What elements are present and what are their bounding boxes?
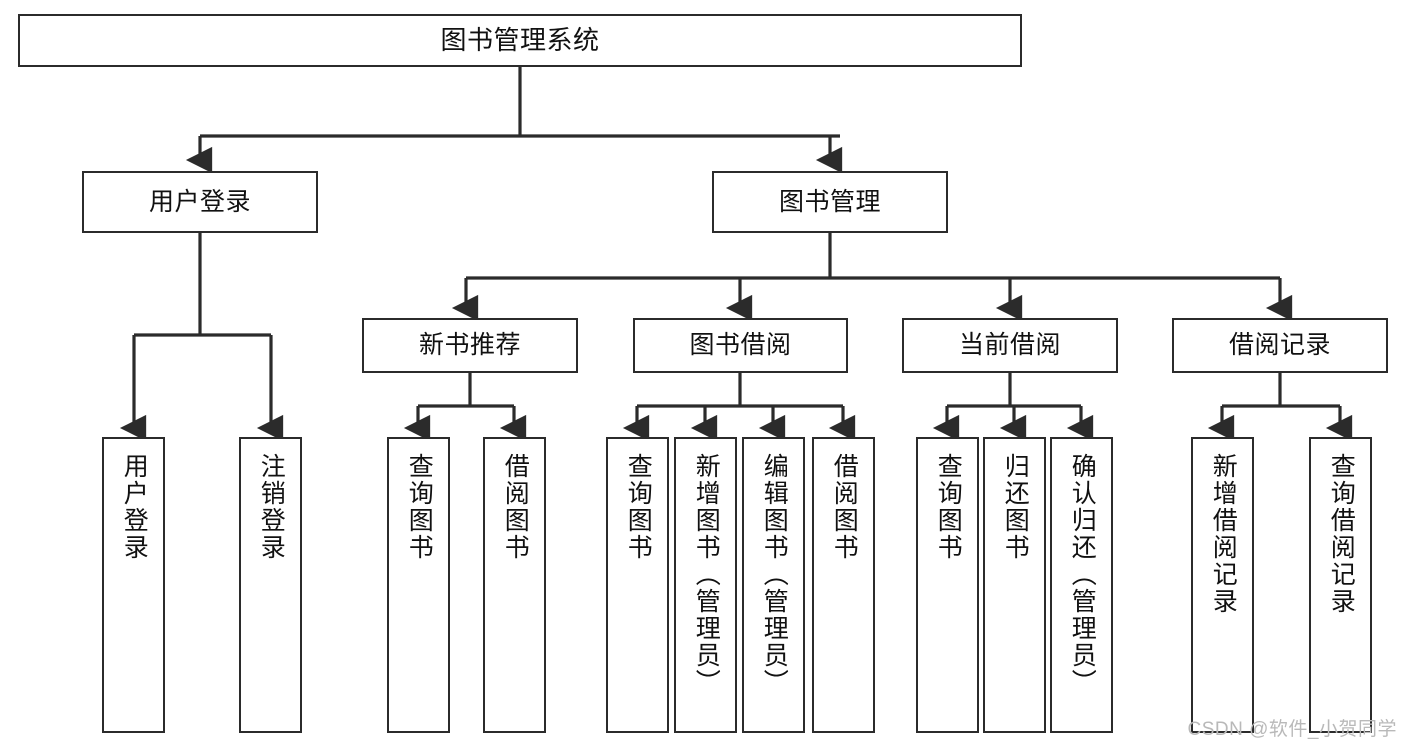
leaf-query-book-current[interactable]: 查询图书 xyxy=(916,437,979,733)
node-label: 归还图书 xyxy=(1001,453,1030,561)
watermark-text: CSDN @软件_小贺同学 xyxy=(1187,719,1397,740)
node-label: 借阅图书 xyxy=(501,453,530,561)
node-label: 新增借阅记录 xyxy=(1209,453,1238,615)
node-label: 确认归还（管理员） xyxy=(1068,453,1097,696)
leaf-edit-book-admin[interactable]: 编辑图书（管理员） xyxy=(742,437,805,733)
node-label: 新书推荐 xyxy=(418,331,521,360)
node-label: 查询图书 xyxy=(934,453,963,561)
leaf-query-book-borrow[interactable]: 查询图书 xyxy=(606,437,669,733)
node-label: 借阅图书 xyxy=(830,453,859,561)
leaf-confirm-return-admin[interactable]: 确认归还（管理员） xyxy=(1050,437,1113,733)
leaf-user-login[interactable]: 用户登录 xyxy=(102,437,165,733)
leaf-query-borrow-record[interactable]: 查询借阅记录 xyxy=(1309,437,1372,733)
node-user-login[interactable]: 用户登录 xyxy=(82,171,318,233)
node-label: 图书借阅 xyxy=(689,331,792,360)
node-label: 注销登录 xyxy=(257,453,286,561)
leaf-add-borrow-record[interactable]: 新增借阅记录 xyxy=(1191,437,1254,733)
node-label: 新增图书（管理员） xyxy=(692,453,721,696)
node-new-book-recommend[interactable]: 新书推荐 xyxy=(362,318,578,373)
leaf-return-book[interactable]: 归还图书 xyxy=(983,437,1046,733)
node-label: 当前借阅 xyxy=(958,331,1061,360)
node-root-system[interactable]: 图书管理系统 xyxy=(18,14,1022,67)
node-book-borrow[interactable]: 图书借阅 xyxy=(633,318,848,373)
node-label: 借阅记录 xyxy=(1228,331,1331,360)
node-label: 图书管理 xyxy=(778,187,881,216)
leaf-query-book-recommend[interactable]: 查询图书 xyxy=(387,437,450,733)
leaf-borrow-book[interactable]: 借阅图书 xyxy=(812,437,875,733)
node-label: 查询图书 xyxy=(405,453,434,561)
leaf-add-book-admin[interactable]: 新增图书（管理员） xyxy=(674,437,737,733)
leaf-logout[interactable]: 注销登录 xyxy=(239,437,302,733)
node-label: 用户登录 xyxy=(120,453,149,561)
node-current-borrow[interactable]: 当前借阅 xyxy=(902,318,1118,373)
leaf-borrow-book-recommend[interactable]: 借阅图书 xyxy=(483,437,546,733)
node-book-management[interactable]: 图书管理 xyxy=(712,171,948,233)
node-label: 查询借阅记录 xyxy=(1327,453,1356,615)
node-label: 图书管理系统 xyxy=(440,24,600,55)
node-label: 查询图书 xyxy=(624,453,653,561)
node-label: 用户登录 xyxy=(148,187,251,216)
node-borrow-record[interactable]: 借阅记录 xyxy=(1172,318,1388,373)
node-label: 编辑图书（管理员） xyxy=(760,453,789,696)
